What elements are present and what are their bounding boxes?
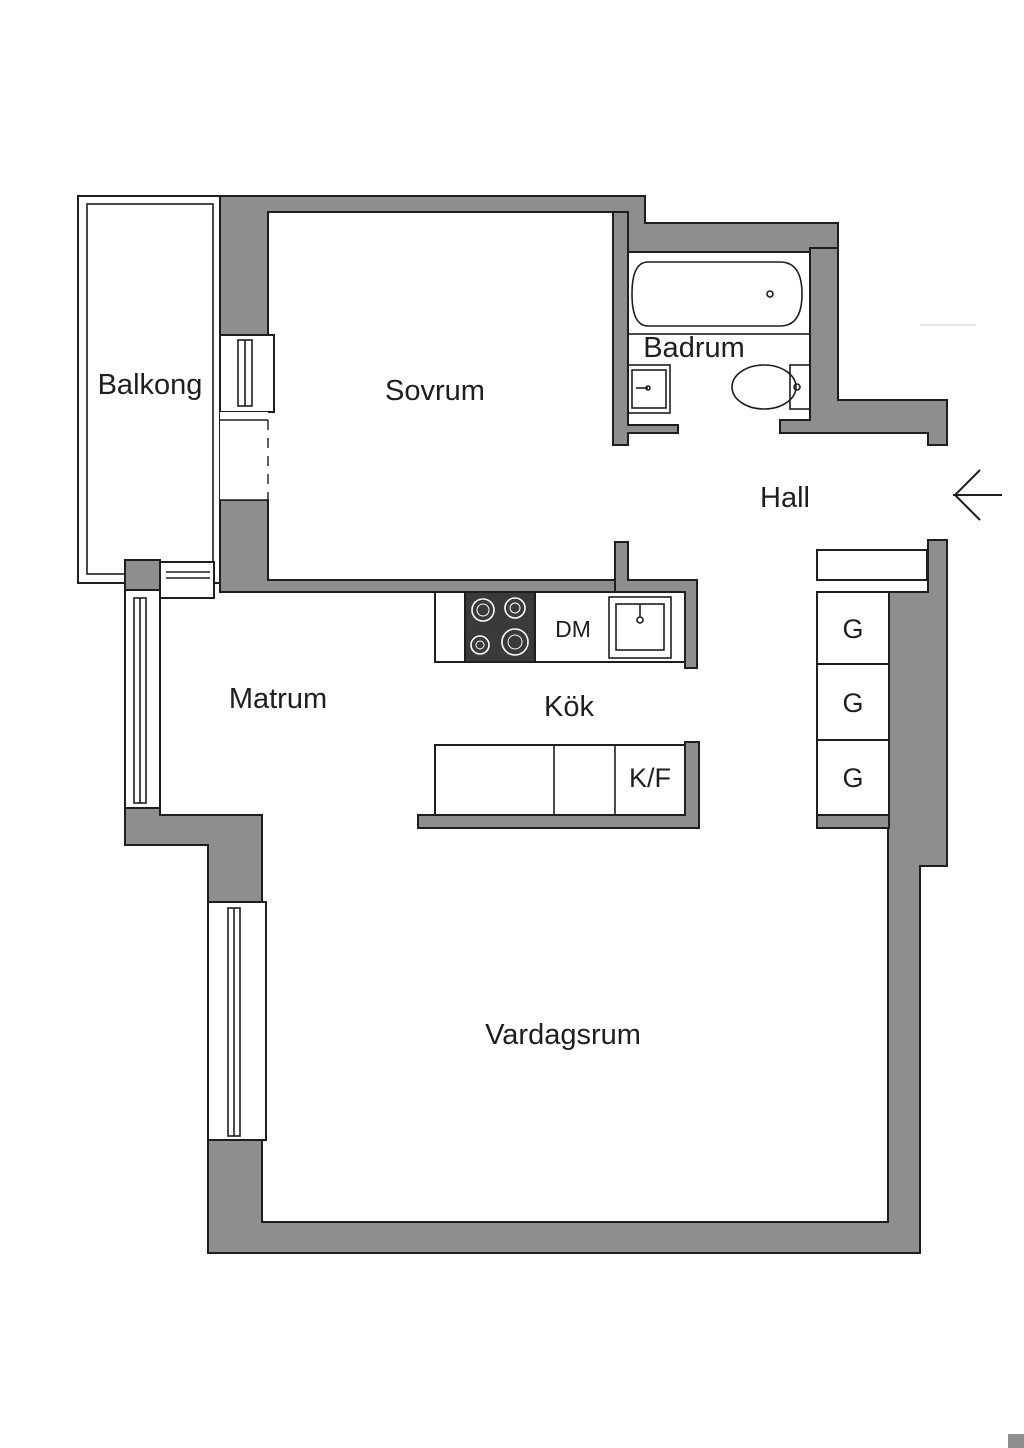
wall-left-dining: [124, 559, 161, 591]
windows: [124, 334, 275, 1141]
entrance-arrow-icon: [953, 469, 1002, 521]
room-label-kok: Kök: [544, 691, 594, 723]
fixture-label-fridge-freezer: K/F: [629, 763, 671, 793]
fixture-label-wardrobe-2: G: [842, 688, 863, 718]
wall-top: [219, 195, 839, 336]
room-label-matrum: Matrum: [229, 683, 327, 715]
wardrobes: [816, 549, 928, 816]
wall-bedroom-left-lower: [219, 499, 616, 593]
balcony: [77, 195, 221, 584]
wall-bath-right: [779, 247, 948, 446]
kitchen-counter: [434, 591, 686, 816]
wall-left-dining-lower: [124, 807, 263, 903]
kitchen-sink-icon: [608, 596, 672, 659]
room-label-sovrum: Sovrum: [385, 375, 485, 407]
wall-wardrobe-bottom: [816, 814, 890, 829]
room-label-hall: Hall: [760, 482, 810, 514]
walls: [124, 195, 948, 1254]
fixture-label-wardrobe-1: G: [842, 614, 863, 644]
fixture-label-wardrobe-3: G: [842, 763, 863, 793]
room-label-balkong: Balkong: [98, 369, 203, 401]
bathroom-fixtures: [627, 251, 811, 414]
room-label-vardagsrum: Vardagsrum: [485, 1019, 641, 1051]
fixture-label-dishwasher: DM: [555, 616, 591, 642]
room-label-badrum: Badrum: [643, 332, 745, 364]
